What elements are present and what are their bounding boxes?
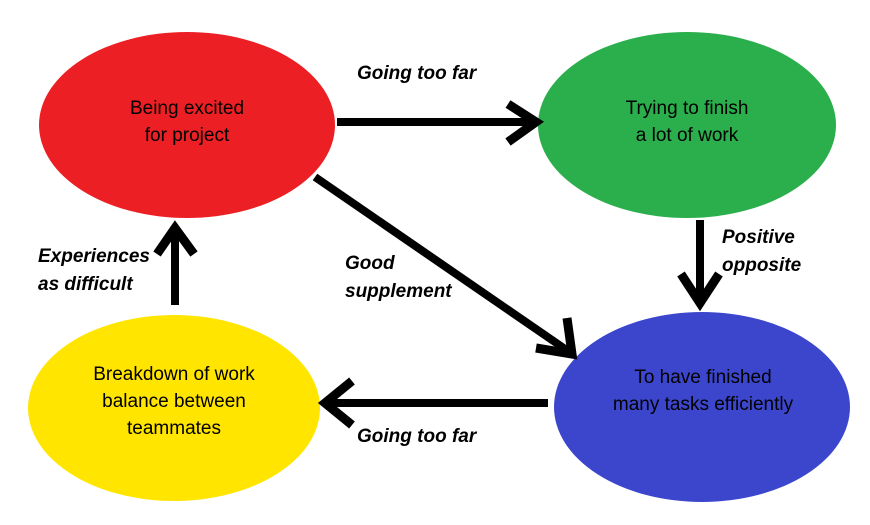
edge-label-good-supplement: Good supplement	[345, 253, 452, 302]
arrow-finished-tasks-to-breakdown	[317, 377, 548, 429]
edge-label-going-too-far-top: Going too far	[357, 63, 477, 84]
node-ellipse-breakdown[interactable]	[28, 315, 320, 501]
arrow-excited-to-finished-tasks	[312, 173, 578, 360]
edge-label-positive-opposite: Positive opposite	[722, 227, 802, 276]
edge-label-going-too-far-bottom: Going too far	[357, 426, 477, 447]
node-ellipse-finish-work[interactable]	[538, 32, 836, 218]
arrow-breakdown-to-excited	[153, 220, 198, 305]
node-ellipse-excited[interactable]	[39, 32, 335, 218]
edge-label-experiences-as-difficult: Experiences as difficult	[38, 246, 150, 295]
node-ellipse-finished-tasks[interactable]	[554, 312, 850, 502]
arrow-excited-to-finish-work	[337, 100, 545, 146]
arrow-finish-work-to-finished-tasks	[677, 220, 723, 312]
